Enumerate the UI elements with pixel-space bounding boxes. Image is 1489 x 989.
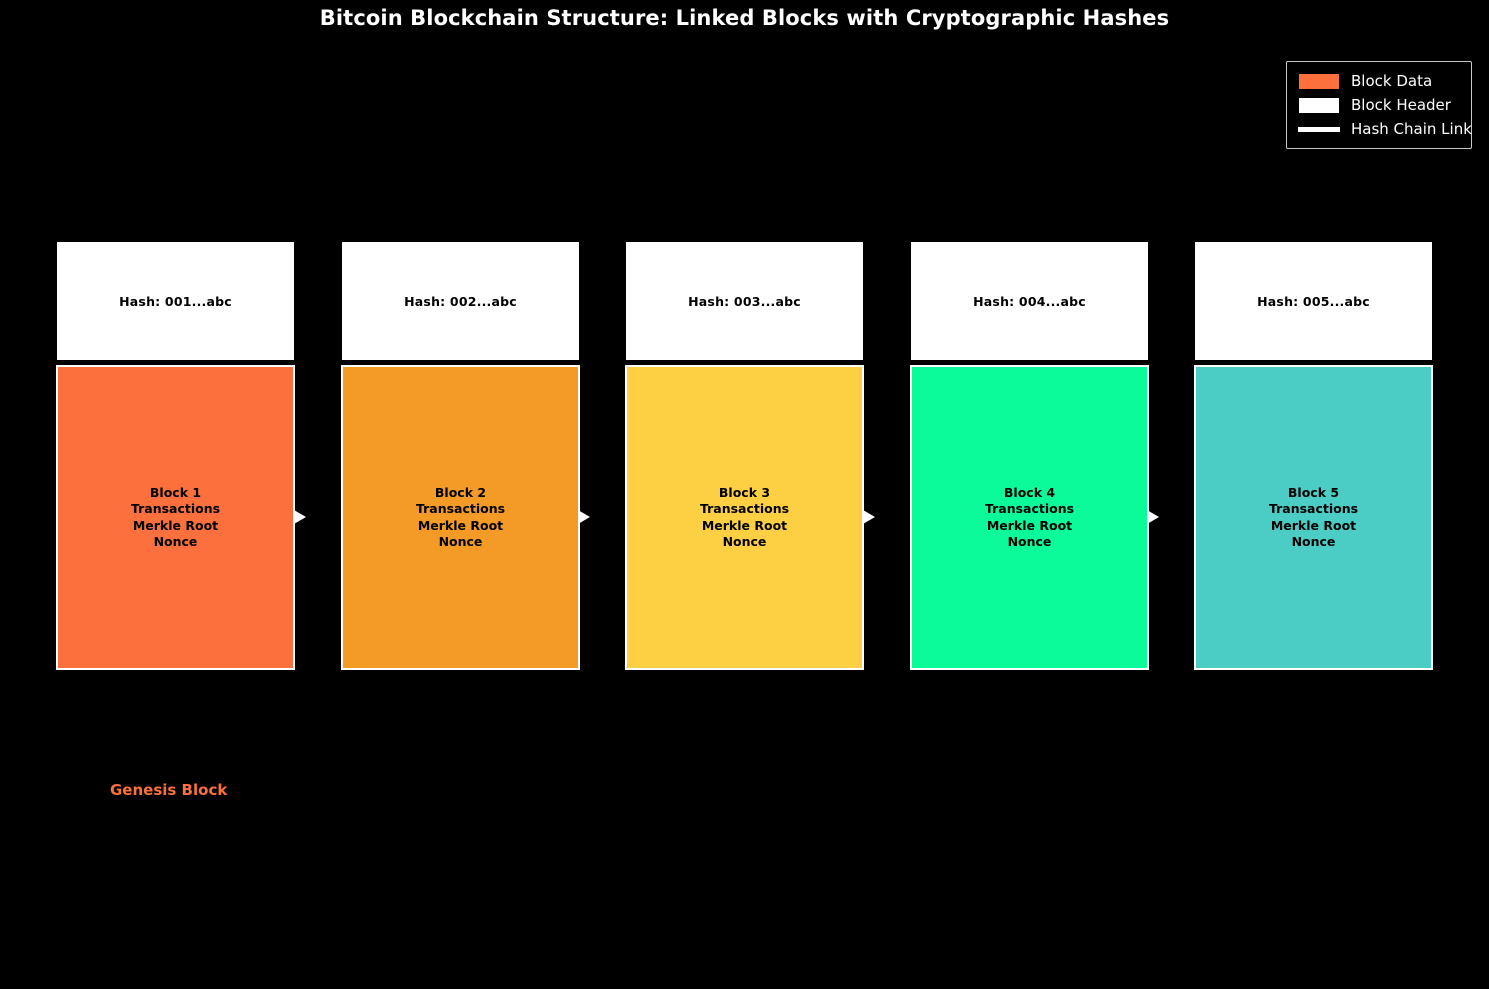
- chain-link-arrow-icon-3: [863, 510, 875, 524]
- legend-label-block-header: Block Header: [1351, 96, 1451, 114]
- block-header-1: Hash: 001...abc: [56, 241, 295, 361]
- block-body-text-3: Block 3 Transactions Merkle Root Nonce: [699, 485, 790, 549]
- block-hash-label-3: Hash: 003...abc: [688, 293, 801, 309]
- block-header-5: Hash: 005...abc: [1194, 241, 1433, 361]
- chain-link-arrow-icon-1: [294, 510, 306, 524]
- block-body-4: Block 4 Transactions Merkle Root Nonce: [910, 365, 1149, 670]
- line-swatch-icon: [1298, 126, 1340, 132]
- block-body-3: Block 3 Transactions Merkle Root Nonce: [625, 365, 864, 670]
- block-body-text-1: Block 1 Transactions Merkle Root Nonce: [130, 485, 221, 549]
- page-title: Bitcoin Blockchain Structure: Linked Blo…: [319, 6, 1170, 30]
- legend-item-block-header: Block Header: [1296, 93, 1461, 117]
- legend-label-hash-chain-link: Hash Chain Link: [1351, 120, 1472, 138]
- block-hash-label-5: Hash: 005...abc: [1257, 293, 1370, 309]
- block-body-text-2: Block 2 Transactions Merkle Root Nonce: [415, 485, 506, 549]
- block-hash-label-1: Hash: 001...abc: [119, 293, 232, 309]
- color-patch-icon: [1299, 97, 1339, 113]
- block-header-3: Hash: 003...abc: [625, 241, 864, 361]
- block-body-5: Block 5 Transactions Merkle Root Nonce: [1194, 365, 1433, 670]
- block-hash-label-4: Hash: 004...abc: [973, 293, 1086, 309]
- legend-swatch-hash-chain-link: [1296, 117, 1342, 141]
- block-body-1: Block 1 Transactions Merkle Root Nonce: [56, 365, 295, 670]
- legend-swatch-block-data: [1296, 69, 1342, 93]
- legend-item-block-data: Block Data: [1296, 69, 1461, 93]
- legend: Block Data Block Header Hash Chain Link: [1286, 61, 1472, 149]
- block-body-2: Block 2 Transactions Merkle Root Nonce: [341, 365, 580, 670]
- block-header-2: Hash: 002...abc: [341, 241, 580, 361]
- genesis-block-annotation: Genesis Block: [110, 781, 228, 799]
- chain-link-arrow-icon-4: [1147, 510, 1159, 524]
- chain-link-arrow-icon-2: [578, 510, 590, 524]
- block-body-text-5: Block 5 Transactions Merkle Root Nonce: [1268, 485, 1359, 549]
- legend-item-hash-chain-link: Hash Chain Link: [1296, 117, 1472, 141]
- block-body-text-4: Block 4 Transactions Merkle Root Nonce: [984, 485, 1075, 549]
- legend-label-block-data: Block Data: [1351, 72, 1433, 90]
- block-header-4: Hash: 004...abc: [910, 241, 1149, 361]
- color-patch-icon: [1299, 73, 1339, 89]
- block-hash-label-2: Hash: 002...abc: [404, 293, 517, 309]
- legend-swatch-block-header: [1296, 93, 1342, 117]
